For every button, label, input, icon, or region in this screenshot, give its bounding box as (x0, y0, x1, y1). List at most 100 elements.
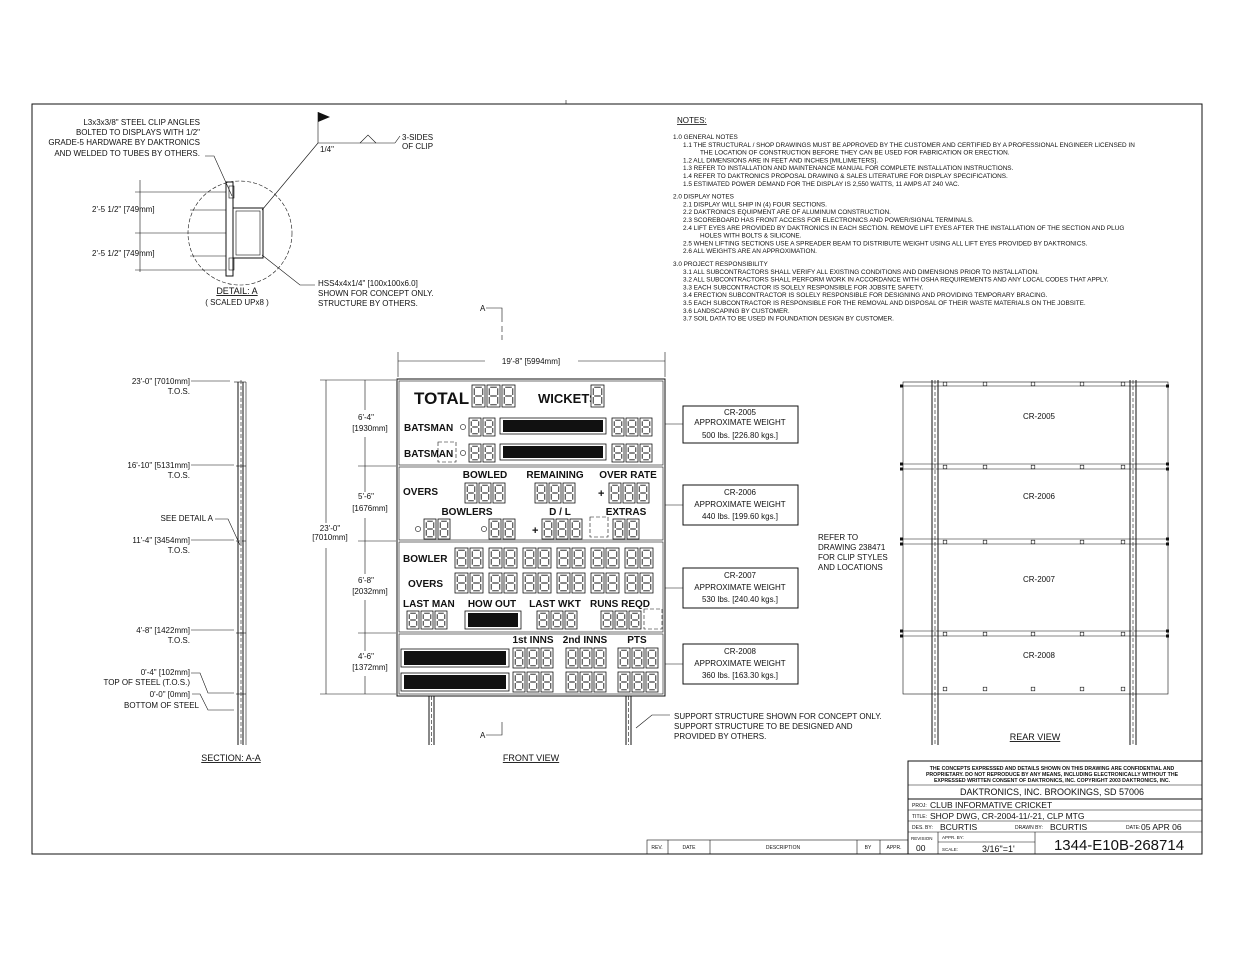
digit-8 (540, 671, 554, 693)
refer-note: REFER TO DRAWING 238471 FOR CLIP STYLES … (818, 533, 888, 572)
drawn-by: BCURTIS (1050, 822, 1087, 832)
digit-8 (590, 547, 605, 569)
digit-8 (502, 518, 516, 540)
note-line: HOLES WITH BOLTS & SILICONE. (700, 233, 802, 240)
sheet-border (31, 103, 1203, 855)
svg-text:+: + (532, 525, 538, 537)
team-1-name-panel (404, 651, 506, 665)
digit-8 (579, 671, 593, 693)
svg-text:PROPRIETARY. DO NOT REPRODUCE: PROPRIETARY. DO NOT REPRODUCE BY ANY MEA… (926, 772, 1179, 778)
detail-dim-2: 2'-5 1/2" [749mm] (92, 249, 155, 258)
digit-8 (541, 518, 555, 540)
note-line: 3.4 ERECTION SUBCONTRACTOR IS SOLELY RES… (683, 292, 1048, 299)
digit-8 (571, 547, 586, 569)
project-name: CLUB INFORMATIVE CRICKET (930, 800, 1052, 810)
lift-lug (1120, 686, 1126, 692)
note-line: 1.4 REFER TO DAKTRONICS PROPOSAL DRAWING… (683, 173, 1008, 180)
weight-2-label: APPROXIMATE WEIGHT (694, 500, 786, 509)
note-line: 2.2 DAKTRONICS EQUIPMENT ARE OF ALUMINUM… (683, 209, 891, 216)
digit-8 (590, 572, 605, 594)
digit-8 (639, 572, 654, 594)
lift-lug (982, 381, 988, 387)
svg-text:SCALE:: SCALE: (942, 847, 958, 852)
svg-text:FOR CLIP STYLES: FOR CLIP STYLES (818, 553, 888, 562)
detail-a: L3x3x3/8" STEEL CLIP ANGLES BOLTED TO DI… (48, 112, 434, 308)
scoreboard (396, 378, 666, 697)
caption-extras: EXTRAS (606, 507, 647, 518)
note-line: 1.3 REFER TO INSTALLATION AND MAINTENANC… (683, 165, 1014, 172)
note-line: 3.0 PROJECT RESPONSIBILITY (673, 261, 768, 268)
digit-8 (468, 417, 482, 437)
caption-wickets: WICKETS (538, 391, 598, 406)
support-note-3: PROVIDED BY OTHERS. (674, 732, 766, 741)
weight-2-id: CR-2006 (724, 488, 757, 497)
digit-8 (617, 647, 631, 669)
drawing-number: 1344-E10B-268714 (1054, 837, 1184, 854)
digit-8 (569, 518, 583, 540)
sec4-height-2: [1372mm] (352, 663, 388, 672)
lift-lug (1120, 539, 1126, 545)
note-line: 2.6 ALL WEIGHTS ARE AN APPROXIMATION. (683, 248, 817, 255)
caption-runs-reqd: RUNS REQD (590, 599, 650, 610)
note-line: 3.3 EACH SUBCONTRACTOR IS SOLELY RESPONS… (683, 284, 924, 291)
lift-lug (1120, 631, 1126, 637)
notes-title: NOTES: (677, 116, 707, 125)
digit-8 (488, 518, 502, 540)
weight-3-label: APPROXIMATE WEIGHT (694, 583, 786, 592)
rear-section-2: CR-2006 (1023, 492, 1056, 501)
svg-text:DESCRIPTION: DESCRIPTION (766, 845, 801, 851)
caption-last-man: LAST MAN (403, 599, 455, 610)
svg-text:REFER TO: REFER TO (818, 533, 858, 542)
weight-3-value: 530 lbs. [240.40 kgs.] (702, 595, 778, 604)
digit-8 (488, 547, 503, 569)
caption-over-rate: OVER RATE (599, 470, 657, 481)
revision: 00 (916, 843, 926, 853)
lift-lug (942, 631, 948, 637)
front-view: A A 19'-8" [5994mm] 23'-0" [7010mm] 6'-4… (312, 304, 882, 763)
elev-2-dim: 16'-10" [5131mm] (127, 461, 190, 470)
elev-1-sub: T.O.S. (168, 387, 190, 396)
digit-8 (631, 671, 645, 693)
svg-text:APPR. BY:: APPR. BY: (942, 835, 964, 840)
detail-label: DETAIL: A (216, 286, 257, 296)
lift-lug (982, 539, 988, 545)
note-line: 2.5 WHEN LIFTING SECTIONS USE A SPREADER… (683, 240, 1088, 247)
digit-8 (617, 671, 631, 693)
detail-scale: ( SCALED UPx8 ) (205, 298, 269, 307)
caption-dl: D / L (549, 507, 571, 518)
section-cr-2007 (398, 541, 664, 633)
svg-text:BY: BY (865, 845, 872, 851)
elev-3-sub: T.O.S. (168, 546, 190, 555)
digit-8 (628, 610, 642, 630)
note-line: 3.1 ALL SUBCONTRACTORS SHALL VERIFY ALL … (683, 269, 1039, 276)
see-detail-a: SEE DETAIL A (161, 514, 214, 523)
how-out-panel (468, 613, 518, 627)
digit-8 (593, 671, 607, 693)
hss-note-1: HSS4x4x1/4" [100x100x6.0] (318, 279, 418, 288)
lift-lug (942, 381, 948, 387)
caption-overs-2: OVERS (408, 579, 443, 590)
lift-lug (942, 539, 948, 545)
digit-8 (512, 671, 526, 693)
digit-8 (608, 482, 622, 504)
note-line: THE LOCATION OF CONSTRUCTION BEFORE THEY… (700, 150, 1010, 157)
batsman-2-name-panel (503, 446, 603, 458)
digit-8 (522, 572, 537, 594)
lift-lug (1079, 539, 1085, 545)
svg-text:DATE:: DATE: (1126, 825, 1140, 831)
support-note-1: SUPPORT STRUCTURE SHOWN FOR CONCEPT ONLY… (674, 712, 882, 721)
svg-text:DRAWING 238471: DRAWING 238471 (818, 543, 886, 552)
support-note-2: SUPPORT STRUCTURE TO BE DESIGNED AND (674, 722, 853, 731)
rear-view: CR-2005 CR-2006 CR-2007 CR-2008 REAR VIE… (900, 380, 1169, 745)
svg-text:DATE: DATE (683, 845, 697, 851)
hss-note-2: SHOWN FOR CONCEPT ONLY. (318, 289, 434, 298)
note-line: 1.1 THE STRUCTURAL / SHOP DRAWINGS MUST … (683, 142, 1135, 149)
note-line: 2.3 SCOREBOARD HAS FRONT ACCESS FOR ELEC… (683, 217, 974, 224)
caption-how-out: HOW OUT (468, 599, 516, 610)
digit-8 (486, 384, 501, 408)
weld-size: 1/4" (320, 145, 334, 154)
svg-text:EXPRESSED WRITTEN CONSENT OF D: EXPRESSED WRITTEN CONSENT OF DAKTRONICS,… (934, 778, 1171, 784)
digit-8 (501, 384, 516, 408)
caption-second-inns: 2nd INNS (563, 635, 608, 646)
